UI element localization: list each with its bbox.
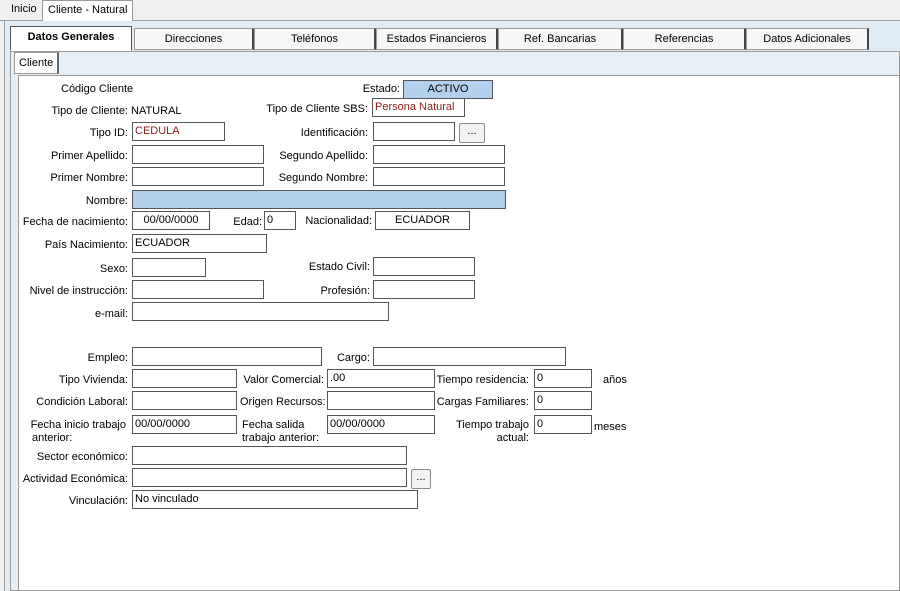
pais-nacimiento-field[interactable]: ECUADOR	[132, 234, 267, 253]
tab-inicio[interactable]: Inicio	[11, 3, 37, 15]
identificacion-field[interactable]	[373, 122, 455, 141]
edad-field[interactable]: 0	[264, 211, 296, 230]
identificacion-label: Identificación:	[300, 127, 368, 139]
fecha-nacimiento-field[interactable]: 00/00/0000	[132, 211, 210, 230]
tipo-cliente-value: NATURAL	[131, 105, 182, 117]
estado-civil-field[interactable]	[373, 257, 475, 276]
anios-unit: años	[603, 374, 627, 386]
valor-comercial-field[interactable]: .00	[327, 369, 435, 388]
segundo-nombre-field[interactable]	[373, 167, 505, 186]
cargas-familiares-label: Cargas Familiares:	[436, 396, 529, 408]
segundo-apellido-field[interactable]	[373, 145, 505, 164]
tab-referencias[interactable]: Referencias	[623, 28, 746, 50]
meses-unit: meses	[594, 421, 627, 433]
empleo-field[interactable]	[132, 347, 322, 366]
primer-apellido-label: Primer Apellido:	[50, 150, 128, 162]
email-label: e-mail:	[94, 308, 128, 320]
actividad-economica-field[interactable]	[132, 468, 407, 487]
fecha-inicio-trabajo-label-2: anterior:	[32, 432, 73, 444]
primer-apellido-field[interactable]	[132, 145, 264, 164]
sexo-field[interactable]	[132, 258, 206, 277]
fecha-nacimiento-label: Fecha de nacimiento:	[22, 216, 128, 228]
tipo-id-label: Tipo ID:	[89, 127, 128, 139]
nivel-instruccion-label: Nivel de instrucción:	[29, 285, 128, 297]
nivel-instruccion-field[interactable]	[132, 280, 264, 299]
email-field[interactable]	[132, 302, 389, 321]
tab-telefonos[interactable]: Teléfonos	[254, 28, 376, 50]
segundo-nombre-label: Segundo Nombre:	[278, 172, 368, 184]
actividad-economica-lookup-button[interactable]: ...	[411, 469, 431, 489]
tiempo-trabajo-label-2: actual:	[496, 432, 529, 444]
sexo-label: Sexo:	[99, 263, 128, 275]
cargo-label: Cargo:	[336, 352, 370, 364]
fecha-salida-label-1: Fecha salida	[242, 419, 305, 431]
identificacion-lookup-button[interactable]: ...	[459, 123, 485, 143]
empleo-label: Empleo:	[87, 352, 128, 364]
tab-datos-generales[interactable]: Datos Generales	[10, 26, 132, 51]
sector-economico-label: Sector económico:	[36, 451, 128, 463]
tiempo-residencia-field[interactable]: 0	[534, 369, 592, 388]
top-tab-bar	[0, 0, 900, 21]
profesion-label: Profesión:	[320, 285, 370, 297]
segundo-apellido-label: Segundo Apellido:	[279, 150, 368, 162]
fecha-salida-field[interactable]: 00/00/0000	[327, 415, 435, 434]
primer-nombre-label: Primer Nombre:	[50, 172, 128, 184]
tiempo-trabajo-field[interactable]: 0	[534, 415, 592, 434]
origen-recursos-field[interactable]	[327, 391, 435, 410]
tab-estados-financieros[interactable]: Estados Financieros	[376, 28, 498, 50]
vinculacion-label: Vinculación:	[68, 495, 128, 507]
fecha-inicio-trabajo-label-1: Fecha inicio trabajo	[30, 419, 126, 431]
nacionalidad-field[interactable]: ECUADOR	[375, 211, 470, 230]
tipo-vivienda-field[interactable]	[132, 369, 237, 388]
codigo-cliente-label: Código Cliente	[61, 83, 134, 95]
tab-cliente[interactable]: Cliente	[14, 52, 60, 74]
estado-field: ACTIVO	[403, 80, 493, 99]
tipo-cliente-sbs-label: Tipo de Cliente SBS:	[266, 103, 368, 115]
tipo-vivienda-label: Tipo Vivienda:	[58, 374, 128, 386]
tipo-id-field[interactable]: CEDULA	[132, 122, 225, 141]
nombre-field[interactable]	[132, 190, 506, 209]
tab-ref-bancarias[interactable]: Ref. Bancarias	[498, 28, 623, 50]
tab-cliente-natural[interactable]: Cliente - Natural	[42, 0, 134, 22]
profesion-field[interactable]	[373, 280, 475, 299]
primer-nombre-field[interactable]	[132, 167, 264, 186]
tab-direcciones[interactable]: Direcciones	[134, 28, 254, 50]
tab-datos-adicionales[interactable]: Datos Adicionales	[746, 28, 869, 50]
actividad-economica-label: Actividad Económica:	[22, 473, 128, 485]
edad-label: Edad:	[233, 216, 262, 228]
nombre-label: Nombre:	[85, 195, 128, 207]
tiempo-trabajo-label-1: Tiempo trabajo	[456, 419, 529, 431]
condicion-laboral-label: Condición Laboral:	[36, 396, 128, 408]
tipo-cliente-label: Tipo de Cliente:	[51, 105, 128, 117]
valor-comercial-label: Valor Comercial:	[243, 374, 325, 386]
vinculacion-field[interactable]: No vinculado	[132, 490, 418, 509]
tiempo-residencia-label: Tiempo residencia:	[436, 374, 529, 386]
estado-label: Estado:	[362, 83, 400, 95]
cargo-field[interactable]	[373, 347, 566, 366]
nacionalidad-label: Nacionalidad:	[305, 215, 372, 227]
origen-recursos-label: Origen Recursos:	[240, 396, 326, 408]
estado-civil-label: Estado Civil:	[308, 261, 370, 273]
sector-economico-field[interactable]	[132, 446, 407, 465]
condicion-laboral-field[interactable]	[132, 391, 237, 410]
fecha-salida-label-2: trabajo anterior:	[242, 432, 320, 444]
pais-nacimiento-label: País Nacimiento:	[44, 239, 128, 251]
fecha-inicio-trabajo-field[interactable]: 00/00/0000	[132, 415, 237, 434]
tipo-cliente-sbs-field[interactable]: Persona Natural	[372, 98, 465, 117]
cargas-familiares-field[interactable]: 0	[534, 391, 592, 410]
